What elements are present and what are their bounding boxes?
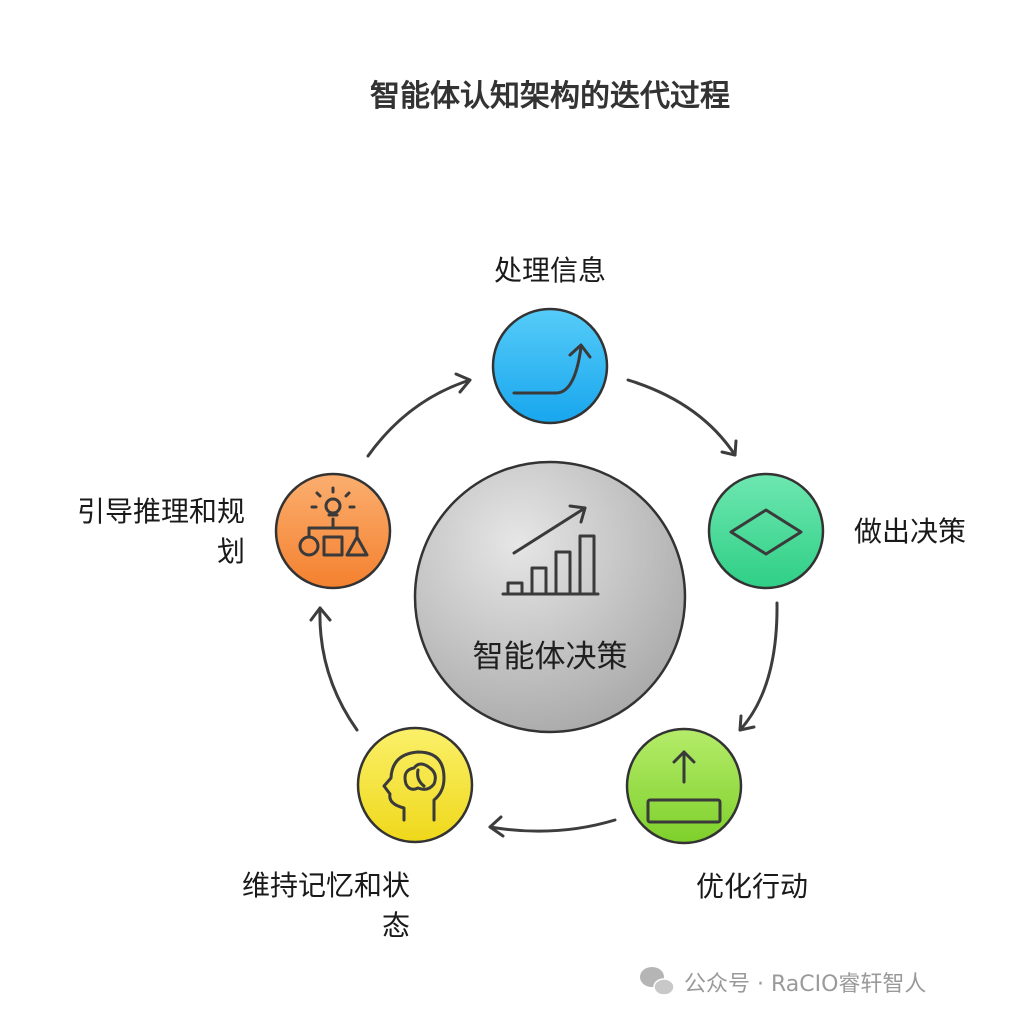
brain-head-icon [382,750,446,822]
curve-arrow-icon [512,343,592,395]
diamond-icon [729,508,803,556]
arrow-green-to-lime [738,601,779,732]
diagram-title: 智能体认知架构的迭代过程 [370,79,730,114]
node-label-maintain-memory-wrap: 态 [382,909,410,942]
node-label-optimize-action: 优化行动 [696,870,808,903]
center-circle [413,460,687,734]
center-label: 智能体决策 [473,639,628,675]
node-maintain-memory[interactable] [356,726,474,844]
node-guide-reasoning[interactable] [274,472,392,590]
node-label-guide-reasoning: 引导推理和规 [77,495,245,528]
node-label-maintain-memory: 维持记忆和状 [242,869,410,902]
node-process-info[interactable] [491,307,609,425]
arrow-yellow-to-orange [318,606,359,732]
node-circle-blue [491,307,609,425]
node-label-guide-reasoning-wrap: 划 [217,535,245,568]
watermark: 公众号 · RaCIO睿轩智人 [640,967,926,997]
arrow-blue-to-green-head [720,439,738,457]
node-circle-yellow [356,726,474,844]
cycle-arrows [309,372,779,838]
arrow-orange-to-blue-head [454,372,472,394]
arrow-blue-to-green [626,378,737,457]
node-circle-lime [625,727,743,845]
arrow-lime-to-yellow [488,818,617,833]
center-node[interactable]: 智能体决策 [413,460,687,734]
wechat-icon [640,967,675,996]
bulb-shapes-icon [298,486,369,557]
arrow-orange-to-blue [366,378,472,458]
arrow-lime-to-yellow-head [488,815,505,838]
node-circle-green [707,472,825,590]
node-label-process-info: 处理信息 [494,254,606,287]
node-make-decision[interactable] [707,472,825,590]
rising-bar-chart-icon [501,504,600,596]
node-circle-orange [274,472,392,590]
arrow-yellow-to-orange-head [309,606,332,622]
upload-arrow-icon [646,750,722,824]
arrow-green-to-lime-head [738,714,756,732]
watermark-text: 公众号 · RaCIO睿轩智人 [684,972,926,997]
node-optimize-action[interactable] [625,727,743,845]
node-label-make-decision: 做出决策 [854,515,966,548]
